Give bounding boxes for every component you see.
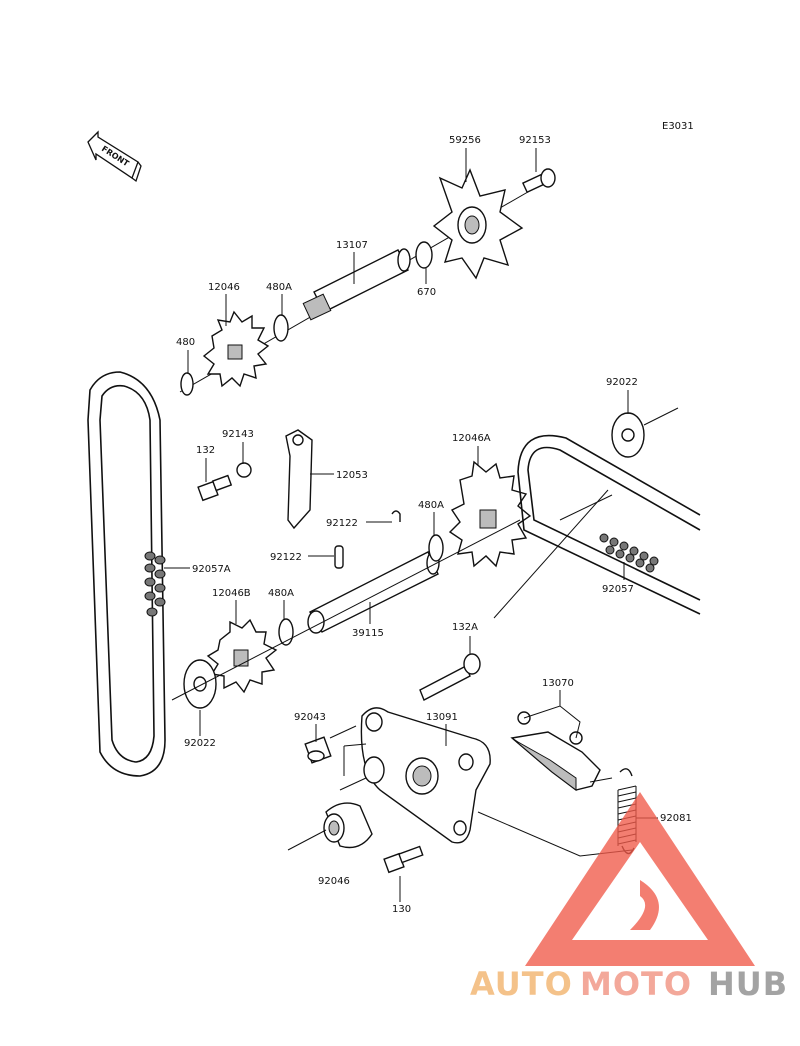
svg-text:92122: 92122 <box>270 552 302 563</box>
label-132: 132 <box>196 445 215 482</box>
label-92022-left: 92022 <box>184 710 216 749</box>
label-12046a: 12046A <box>452 433 491 466</box>
svg-text:92046: 92046 <box>318 876 350 887</box>
svg-text:132: 132 <box>196 445 215 456</box>
ring-480 <box>180 372 194 396</box>
label-13091: 13091 <box>426 712 458 746</box>
label-39115: 39115 <box>352 602 384 639</box>
svg-text:92043: 92043 <box>294 712 326 723</box>
label-92143: 92143 <box>222 429 254 464</box>
svg-text:480A: 480A <box>268 588 294 599</box>
label-670: 670 <box>417 268 436 298</box>
label-480a-top: 480A <box>266 282 292 316</box>
collar-bottom <box>363 756 385 784</box>
watermark-moto: MOTO <box>580 965 692 1003</box>
label-130: 130 <box>392 876 411 915</box>
svg-text:13091: 13091 <box>426 712 458 723</box>
svg-text:92122: 92122 <box>326 518 358 529</box>
ring-480a-top <box>273 314 289 342</box>
svg-text:39115: 39115 <box>352 628 384 639</box>
ring-480a-mid <box>428 534 444 562</box>
collar-92143 <box>236 462 252 478</box>
svg-text:480A: 480A <box>418 500 444 511</box>
diagram-code: E3031 <box>662 121 694 132</box>
bolt-132a <box>419 653 481 701</box>
label-480: 480 <box>176 337 195 374</box>
label-92153: 92153 <box>519 135 551 172</box>
watermark-auto: AUTO <box>470 965 573 1003</box>
bolt-130 <box>383 845 424 874</box>
shaft-13107 <box>302 248 411 321</box>
label-13070: 13070 <box>542 678 574 706</box>
ring-480a-low <box>278 618 294 646</box>
front-arrow-icon: FRONT <box>87 130 142 183</box>
svg-text:92081: 92081 <box>660 813 692 824</box>
label-12053: 12053 <box>310 470 368 481</box>
bolt-92153 <box>521 168 556 194</box>
watermark-logo: AUTO MOTO HUB <box>470 792 788 1003</box>
pin-92043 <box>304 736 332 764</box>
label-59256: 59256 <box>449 135 481 182</box>
svg-text:12046: 12046 <box>208 282 240 293</box>
svg-text:92057A: 92057A <box>192 564 231 575</box>
svg-text:92022: 92022 <box>606 377 638 388</box>
arm-13091 <box>360 707 491 844</box>
label-92122-left: 92122 <box>270 552 334 563</box>
label-480a-low: 480A <box>268 588 294 620</box>
label-92057a: 92057A <box>164 564 231 575</box>
svg-text:13070: 13070 <box>542 678 574 689</box>
svg-text:59256: 59256 <box>449 135 481 146</box>
sprocket-12046b <box>206 618 278 694</box>
label-92046: 92046 <box>318 876 350 887</box>
pin-92122-top <box>391 510 401 522</box>
sprocket-12046a <box>448 460 532 568</box>
svg-text:92022: 92022 <box>184 738 216 749</box>
pin-92122-left <box>334 545 344 569</box>
washer-92022-left <box>183 659 217 709</box>
label-13107: 13107 <box>336 240 368 284</box>
svg-text:12053: 12053 <box>336 470 368 481</box>
label-92122-top: 92122 <box>326 518 392 529</box>
chain-left <box>87 371 166 777</box>
svg-text:670: 670 <box>417 287 436 298</box>
svg-text:92143: 92143 <box>222 429 254 440</box>
star-sprocket-59256 <box>432 168 524 280</box>
label-92022-right: 92022 <box>606 377 638 414</box>
bearing-92046 <box>323 802 373 849</box>
bolt-132 <box>197 474 233 502</box>
label-132a: 132A <box>452 622 478 654</box>
label-12046: 12046 <box>208 282 240 326</box>
svg-text:92153: 92153 <box>519 135 551 146</box>
shaft-39115 <box>307 551 440 634</box>
svg-text:13107: 13107 <box>336 240 368 251</box>
svg-text:92057: 92057 <box>602 584 634 595</box>
label-92057: 92057 <box>602 562 634 595</box>
watermark-triangle-icon <box>525 792 755 966</box>
slider-13070 <box>510 705 601 791</box>
watermark-hub: HUB <box>708 965 788 1003</box>
svg-text:12046A: 12046A <box>452 433 491 444</box>
sprocket-12046 <box>202 310 270 388</box>
washer-92022-right <box>611 412 645 458</box>
svg-text:480A: 480A <box>266 282 292 293</box>
svg-text:132A: 132A <box>452 622 478 633</box>
svg-text:12046B: 12046B <box>212 588 251 599</box>
label-92043: 92043 <box>294 712 326 742</box>
svg-text:480: 480 <box>176 337 195 348</box>
svg-text:130: 130 <box>392 904 411 915</box>
label-12046b: 12046B <box>212 588 251 624</box>
guide-12053 <box>285 429 313 530</box>
label-480a-mid: 480A <box>418 500 444 536</box>
ring-670 <box>415 241 433 269</box>
chain-right <box>517 434 701 615</box>
